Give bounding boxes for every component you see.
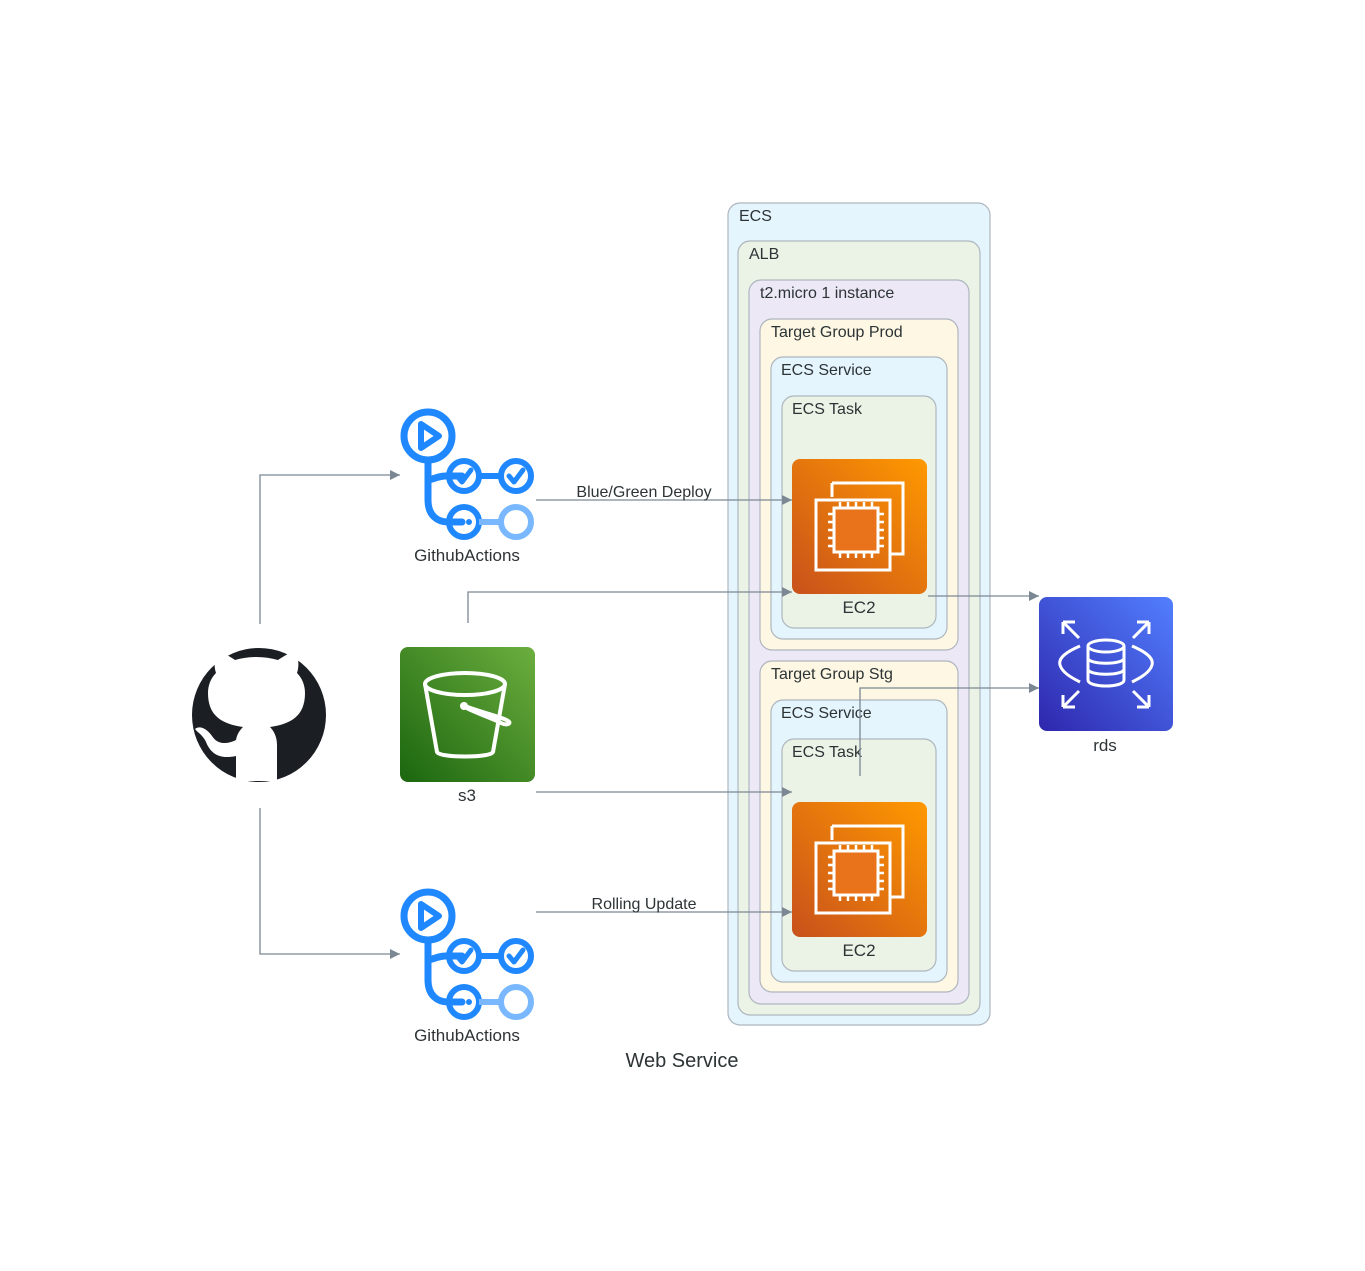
github-icon (192, 648, 326, 782)
node-ec2-prod-label: EC2 (842, 598, 875, 617)
s3-bucket-icon (400, 647, 535, 782)
node-ec2-stg[interactable]: EC2 (792, 802, 927, 960)
node-github-actions-top[interactable]: GithubActions (400, 408, 534, 565)
node-rds-label: rds (1093, 736, 1117, 755)
node-s3-label: s3 (458, 786, 476, 805)
ec2-icon (792, 802, 927, 937)
node-rds[interactable]: rds (1039, 597, 1173, 755)
cluster-task-prod-label: ECS Task (792, 401, 863, 418)
edge-label-rolling-update: Rolling Update (592, 896, 697, 913)
edge-github-to-actions-bottom (259, 808, 400, 959)
edge-github-to-actions-top (259, 470, 400, 624)
node-github[interactable] (192, 648, 326, 782)
rds-icon (1039, 597, 1173, 731)
node-ec2-stg-label: EC2 (842, 941, 875, 960)
node-github-actions-bottom[interactable]: GithubActions (400, 888, 534, 1045)
node-s3[interactable]: s3 (400, 647, 535, 805)
cluster-alb-label: ALB (749, 246, 779, 263)
ec2-icon (792, 459, 927, 594)
cluster-svc-prod-label: ECS Service (781, 362, 872, 379)
diagram-title: Web Service (625, 1050, 738, 1072)
edge-s3-to-ec2-prod (467, 587, 792, 623)
node-github-actions-bottom-label: GithubActions (414, 1026, 520, 1045)
cluster-task-stg-label: ECS Task (792, 744, 863, 761)
cluster-tg-stg-label: Target Group Stg (771, 666, 893, 683)
edges (259, 470, 1039, 959)
cluster-ecs-label: ECS (739, 208, 772, 225)
node-ec2-prod[interactable]: EC2 (792, 459, 927, 617)
node-github-actions-top-label: GithubActions (414, 546, 520, 565)
edge-ec2-stg-to-rds (859, 683, 1039, 776)
edge-label-blue-green: Blue/Green Deploy (576, 484, 711, 501)
github-actions-icon (400, 888, 534, 1020)
github-actions-icon (400, 408, 534, 540)
cluster-instance-label: t2.micro 1 instance (760, 285, 894, 302)
cluster-svc-stg-label: ECS Service (781, 705, 872, 722)
cluster-tg-prod-label: Target Group Prod (771, 324, 903, 341)
